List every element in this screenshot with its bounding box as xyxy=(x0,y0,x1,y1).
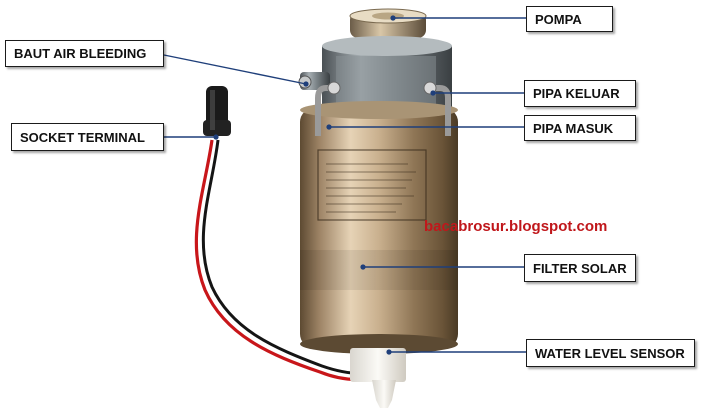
pump-cap xyxy=(349,8,427,38)
watermark-text: bacabrosur.blogspot.com xyxy=(424,218,608,235)
label-pipa-masuk: PIPA MASUK xyxy=(524,115,636,141)
leader-dots xyxy=(213,15,436,355)
label-pompa: POMPA xyxy=(526,6,613,32)
label-filter-solar: FILTER SOLAR xyxy=(524,254,636,282)
water-level-sensor xyxy=(350,348,406,408)
label-water-level-sensor: WATER LEVEL SENSOR xyxy=(526,339,695,367)
label-socket-terminal: SOCKET TERMINAL xyxy=(11,123,164,151)
label-pipa-keluar: PIPA KELUAR xyxy=(524,80,636,107)
wire-black xyxy=(201,139,381,375)
label-baut-air-bleeding: BAUT AIR BLEEDING xyxy=(5,40,164,67)
wire-red xyxy=(194,139,381,382)
leader-lines xyxy=(163,17,526,353)
socket-terminal-connector xyxy=(203,86,231,136)
filter-head xyxy=(298,36,452,112)
filter-canister xyxy=(300,101,458,354)
